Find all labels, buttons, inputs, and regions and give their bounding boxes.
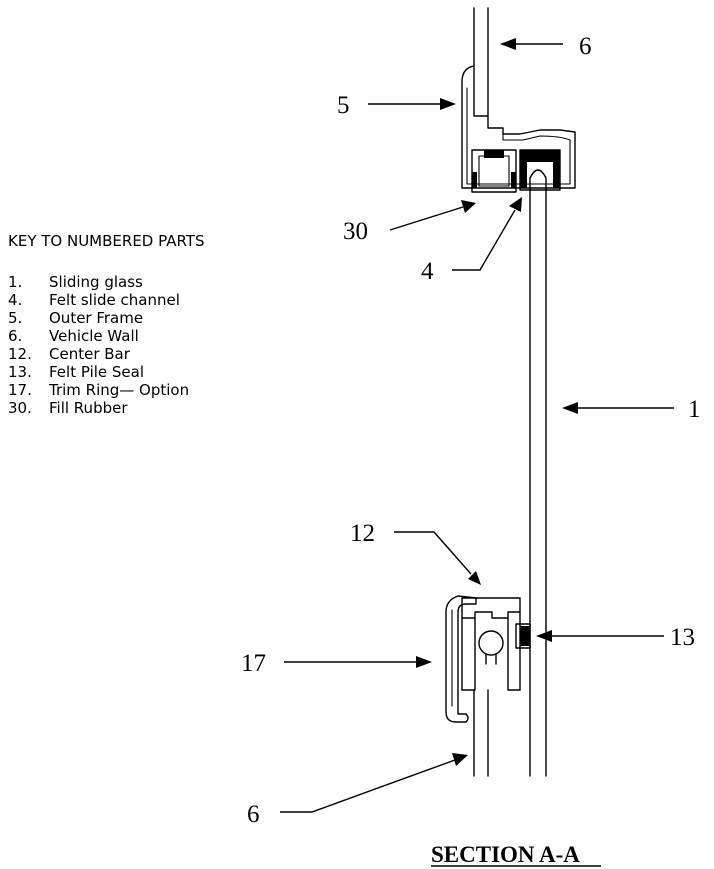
key-item-number: 5. (8, 309, 22, 327)
key-item-number: 30. (8, 399, 32, 417)
section-title-text: SECTION A-A (431, 842, 580, 867)
key-item-label: Felt slide channel (49, 291, 180, 309)
leader-6-top (500, 38, 563, 50)
key-item-label: Center Bar (49, 345, 131, 363)
key-item-label: Vehicle Wall (49, 327, 139, 345)
key-item-number: 1. (8, 273, 22, 291)
callout-17: 17 (241, 650, 266, 677)
vehicle-wall-top (473, 7, 489, 117)
key-item-label: Felt Pile Seal (49, 363, 144, 381)
key-item-number: 4. (8, 291, 22, 309)
callout-4: 4 (421, 258, 434, 285)
callout-6-top: 6 (579, 33, 592, 60)
leader-12 (394, 531, 481, 585)
leader-17 (284, 656, 432, 668)
key-item-label: Sliding glass (49, 273, 143, 291)
fill-rubber (471, 149, 517, 193)
vehicle-wall-bottom (473, 689, 489, 777)
parts-key: KEY TO NUMBERED PARTS 1. Sliding glass 4… (8, 232, 204, 417)
key-item-number: 12. (8, 345, 32, 363)
key-item-label: Fill Rubber (49, 399, 128, 417)
callout-6-bottom: 6 (247, 801, 260, 828)
sliding-glass (529, 169, 547, 777)
leader-4 (452, 197, 522, 271)
key-item-number: 6. (8, 327, 22, 345)
leader-1 (562, 402, 674, 414)
callout-1: 1 (688, 396, 701, 423)
fill-rubber-detail (484, 150, 504, 158)
outer-frame (461, 65, 576, 189)
felt-slide-channel (519, 149, 561, 191)
leader-30 (389, 200, 476, 231)
fill-rubber-detail (511, 172, 516, 188)
key-item-label: Trim Ring— Option (48, 381, 189, 399)
callout-13: 13 (670, 624, 695, 651)
key-title: KEY TO NUMBERED PARTS (8, 232, 204, 250)
center-bar (461, 597, 521, 691)
key-item-number: 17. (8, 381, 32, 399)
key-item-number: 13. (8, 363, 32, 381)
callout-30: 30 (343, 218, 368, 245)
leader-5 (368, 98, 456, 110)
leader-6-bottom (280, 753, 468, 813)
fill-rubber-detail (472, 172, 477, 188)
callout-5: 5 (337, 92, 350, 119)
key-item-label: Outer Frame (49, 309, 143, 327)
callout-12: 12 (350, 520, 375, 547)
leader-13 (536, 630, 664, 642)
felt-pile-seal (515, 623, 531, 649)
section-title: SECTION A-A (431, 842, 601, 867)
trim-ring (445, 595, 477, 723)
